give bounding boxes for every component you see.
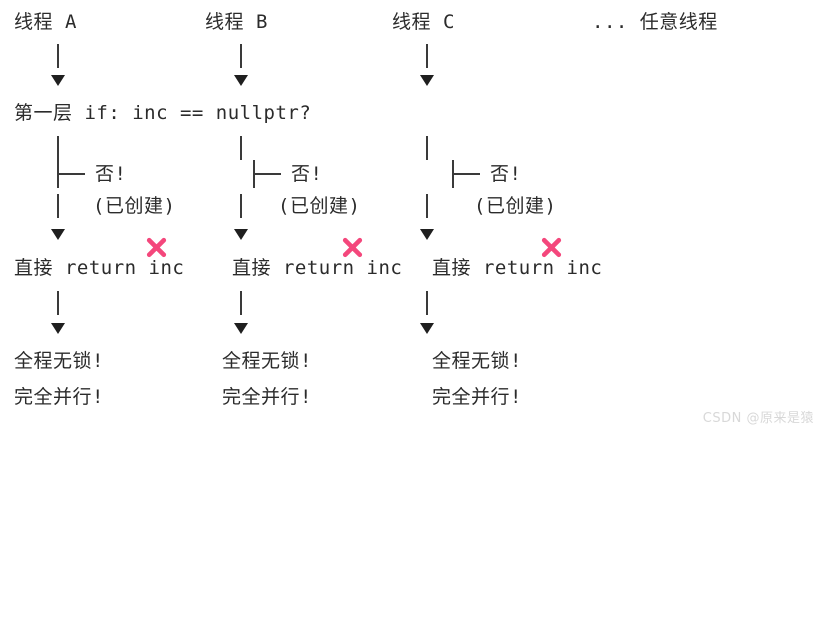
thread-flow-diagram: 线程 A 线程 B 线程 C ... 任意线程 第一层 if: inc == n… (0, 4, 822, 426)
branch-dash-a (59, 173, 85, 175)
result-lockfree-a: 全程无锁! (14, 350, 104, 372)
pipe-a-2 (57, 136, 59, 160)
thread-header-row: 线程 A 线程 B 线程 C ... 任意线程 (0, 4, 822, 40)
branch-note-b: (已创建) (278, 195, 361, 217)
arrow-down-a-2 (51, 229, 65, 240)
branch-label-c: 否! (490, 163, 522, 185)
branch-dash-c (454, 173, 480, 175)
connector-row-2 (0, 130, 822, 166)
branch-label-a: 否! (95, 163, 127, 185)
pipe-c-1 (426, 44, 428, 68)
return-row: 直接 return inc 直接 return inc 直接 return in… (0, 250, 822, 286)
branch-note-a: (已创建) (93, 195, 176, 217)
connector-row-3 (0, 285, 822, 321)
arrow-down-b-2 (234, 229, 248, 240)
result-parallel-b: 完全并行! (222, 386, 312, 408)
branch-stub-a (57, 156, 115, 192)
arrow-row-1 (0, 62, 822, 98)
branch-stub-c (452, 156, 510, 192)
branch-stem-b (253, 160, 255, 188)
branch-stem-c (452, 160, 454, 188)
cross-icon-a (146, 156, 204, 258)
cross-icon-b (342, 156, 400, 258)
thread-header-a: 线程 A (14, 11, 77, 33)
arrow-down-c-3 (420, 323, 434, 334)
return-label-a: 直接 return inc (14, 257, 185, 279)
thread-header-b: 线程 B (205, 11, 268, 33)
thread-header-c: 线程 C (392, 11, 455, 33)
csdn-watermark: CSDN @原来是猿 (702, 411, 814, 426)
first-check-label: 第一层 if: inc == nullptr? (14, 102, 312, 124)
arrow-down-c-1 (420, 75, 434, 86)
pipe-c-3 (426, 194, 428, 218)
result-parallel-c: 完全并行! (432, 386, 522, 408)
arrow-down-c-2 (420, 229, 434, 240)
branch-stub-b (253, 156, 311, 192)
arrow-down-b-1 (234, 75, 248, 86)
first-check-row: 第一层 if: inc == nullptr? (0, 95, 822, 131)
arrow-row-2 (0, 216, 822, 252)
pipe-b-1 (240, 44, 242, 68)
branch-label-b: 否! (291, 163, 323, 185)
result-row-1: 全程无锁! 全程无锁! 全程无锁! (0, 343, 822, 379)
pipe-a-4 (57, 291, 59, 315)
arrow-row-3 (0, 310, 822, 346)
pipe-b-3 (240, 194, 242, 218)
cross-icon-c (541, 156, 599, 258)
connector-row-1 (0, 38, 822, 74)
result-lockfree-c: 全程无锁! (432, 350, 522, 372)
note-row: (已创建) (已创建) (已创建) (0, 188, 822, 224)
arrow-down-b-3 (234, 323, 248, 334)
return-label-b: 直接 return inc (232, 257, 403, 279)
return-label-c: 直接 return inc (432, 257, 603, 279)
branch-note-c: (已创建) (474, 195, 557, 217)
result-lockfree-b: 全程无锁! (222, 350, 312, 372)
pipe-a-3 (57, 194, 59, 218)
pipe-b-4 (240, 291, 242, 315)
result-row-2: 完全并行! 完全并行! 完全并行! (0, 379, 822, 415)
pipe-b-2 (240, 136, 242, 160)
arrow-down-a-3 (51, 323, 65, 334)
branch-row: 否! 否! 否! (0, 156, 822, 258)
result-parallel-a: 完全并行! (14, 386, 104, 408)
pipe-c-2 (426, 136, 428, 160)
branch-stem-a (57, 160, 59, 188)
pipe-a-1 (57, 44, 59, 68)
thread-header-any: ... 任意线程 (592, 11, 718, 33)
pipe-c-4 (426, 291, 428, 315)
arrow-down-a-1 (51, 75, 65, 86)
branch-dash-b (255, 173, 281, 175)
